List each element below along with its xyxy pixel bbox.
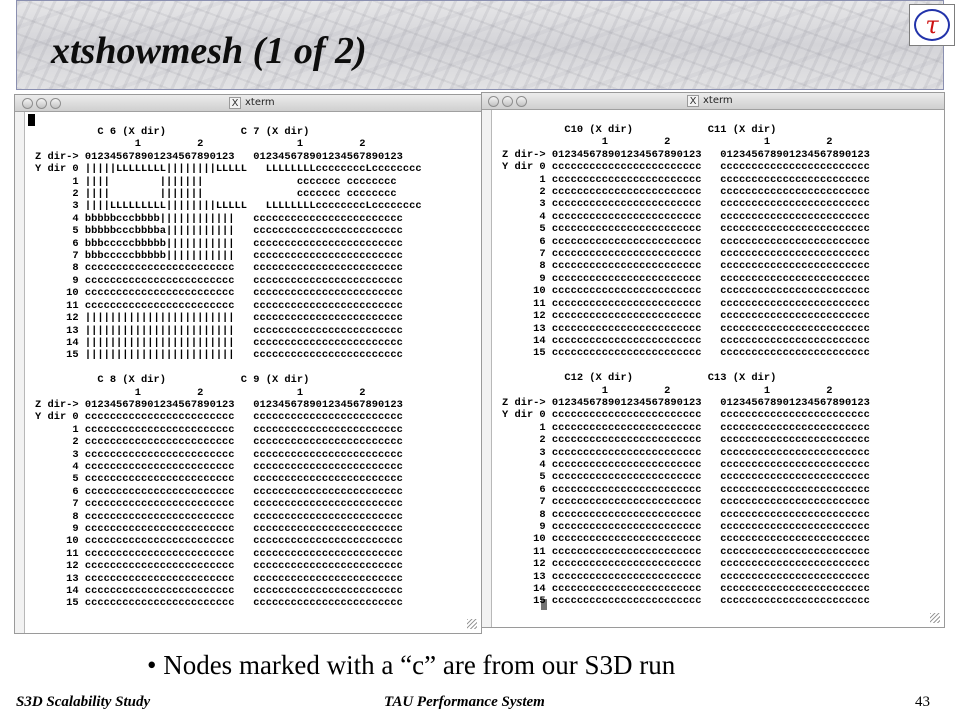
page-number: 43 xyxy=(915,694,930,710)
title-banner: xtshowmesh (1 of 2) xyxy=(16,0,944,90)
footer-center: TAU Performance System xyxy=(384,694,545,710)
terminal-output: C 6 (X dir) C 7 (X dir) 1 2 1 2 Z dir-> … xyxy=(35,126,422,610)
x11-icon: X xyxy=(229,97,241,109)
resize-grip-icon[interactable] xyxy=(467,619,477,629)
minimize-window-button[interactable] xyxy=(502,96,513,107)
vertical-scrollbar[interactable] xyxy=(482,110,492,627)
zoom-window-button[interactable] xyxy=(50,98,61,109)
footer-left: S3D Scalability Study xyxy=(16,694,151,710)
close-window-button[interactable] xyxy=(22,98,33,109)
bullet-marker: • xyxy=(147,650,164,680)
window-titlebar[interactable]: X xterm xyxy=(482,93,944,110)
resize-grip-icon[interactable] xyxy=(930,613,940,623)
zoom-window-button[interactable] xyxy=(516,96,527,107)
x11-icon: X xyxy=(687,95,699,107)
tau-logo-icon: τ xyxy=(914,9,950,41)
terminal-cursor xyxy=(541,599,547,610)
tau-logo: τ xyxy=(909,4,955,46)
close-window-button[interactable] xyxy=(488,96,499,107)
window-title: xterm xyxy=(703,95,733,106)
window-title: xterm xyxy=(245,97,275,108)
minimize-window-button[interactable] xyxy=(36,98,47,109)
bullet-point: • Nodes marked with a “c” are from our S… xyxy=(147,650,675,681)
tau-letter: τ xyxy=(925,11,939,39)
window-titlebar[interactable]: X xterm xyxy=(15,95,481,112)
terminal-cursor xyxy=(28,114,35,126)
vertical-scrollbar[interactable] xyxy=(15,112,25,633)
slide-title: xtshowmesh (1 of 2) xyxy=(51,30,367,72)
xterm-window-right[interactable]: X xterm C10 (X dir) C11 (X dir) 1 2 1 2 … xyxy=(481,92,945,628)
terminal-output: C10 (X dir) C11 (X dir) 1 2 1 2 Z dir-> … xyxy=(502,124,870,608)
xterm-window-left[interactable]: X xterm C 6 (X dir) C 7 (X dir) 1 2 1 2 … xyxy=(14,94,482,634)
bullet-text: Nodes marked with a “c” are from our S3D… xyxy=(163,650,676,680)
